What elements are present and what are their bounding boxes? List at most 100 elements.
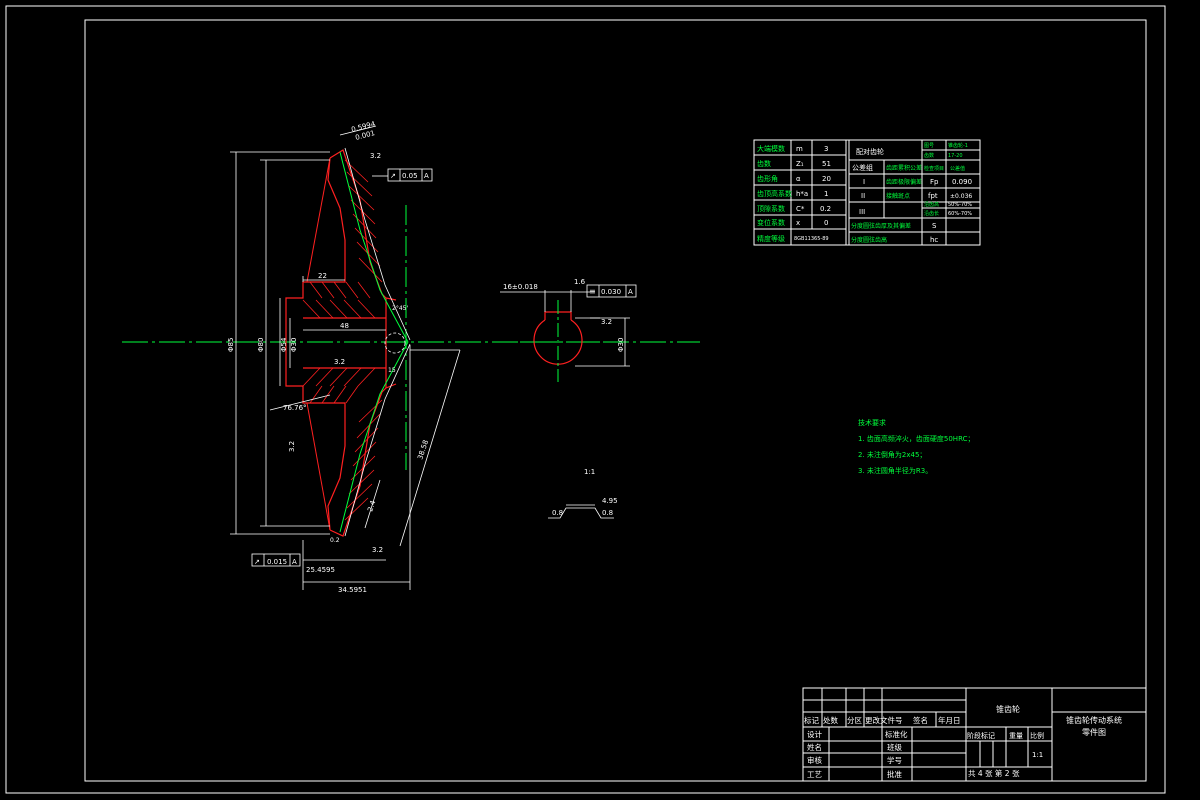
param-name-1: 齿数 — [757, 159, 771, 168]
symmetry-value: 0.030 — [601, 288, 621, 296]
dim-hub-width: 22 — [318, 272, 327, 280]
keyway-width: 16±0.018 — [503, 283, 538, 291]
scale-value: 1:1 — [1032, 751, 1043, 759]
dim-small: 15 — [388, 367, 396, 374]
param-symbol-4: C* — [796, 205, 805, 213]
cone-apex-mark — [384, 332, 406, 354]
right-value-6: 60%-70% — [948, 211, 972, 217]
param-name-2: 齿形角 — [757, 174, 778, 183]
cone-edge-upper — [344, 147, 411, 341]
title-block-text: 锥齿轮 锥齿轮传动系统 零件图 标记 处数 分区 更改文件号 签名 年月日 设计… — [804, 704, 1122, 779]
label-stage: 阶段标记 — [967, 731, 995, 740]
project-line-1: 锥齿轮传动系统 — [1066, 715, 1122, 725]
runout-datum-bottom: A — [292, 558, 297, 566]
param-value-1: 51 — [822, 160, 831, 168]
header-date: 年月日 — [938, 715, 961, 725]
param-value-6: 8GB11365-89 — [794, 236, 829, 242]
runout-frame-top — [372, 168, 433, 182]
param-table-text: 大端模数 m 3 齿数 Z₁ 51 齿形角 α 20 齿顶高系数 h*a 1 顶… — [757, 142, 972, 244]
label-class: 班级 — [887, 742, 902, 752]
sheet-count: 共 4 张 第 2 张 — [968, 768, 1020, 778]
gear-web-upper — [285, 157, 346, 531]
notes-title: 技术要求 — [858, 418, 886, 427]
right-symbol-4: fpt — [928, 192, 938, 200]
header-count: 处数 — [823, 715, 838, 725]
header-sign: 签名 — [913, 715, 928, 725]
roughness-key: 1.6 — [574, 278, 586, 286]
runout-symbol-bottom: ↗ — [254, 558, 260, 566]
inner-border — [84, 19, 1147, 782]
right-value-5: 50%-70% — [948, 202, 972, 208]
dim-bottom-1: 25.4595 — [306, 566, 335, 574]
note-2: 2. 未注倒角为2x45； — [858, 450, 926, 459]
mid-check-2: 齿距极限偏差 — [886, 178, 922, 186]
right-label-1: 齿数 — [924, 152, 934, 159]
right-label-2: 检查项目 — [924, 165, 944, 172]
param-symbol-2: α — [796, 175, 801, 183]
pitch-cone-lower — [339, 341, 409, 533]
label-design: 设计 — [807, 729, 822, 739]
dim-tooth-face: 2.4 — [366, 499, 377, 513]
dim-bore-length: 48 — [340, 322, 349, 330]
gear-parameter-table — [753, 139, 981, 246]
pitch-cone-upper — [339, 151, 409, 343]
hatch-lower — [302, 367, 383, 521]
gear-section-view: 0.5994 0.001 3.2 ↗ 0.05 A 22 48 3.2 76.7… — [122, 120, 700, 594]
label-scale: 比例 — [1030, 731, 1044, 740]
detail-dim: 4.95 — [602, 497, 618, 505]
mid-title: 配对齿轮 — [856, 147, 884, 156]
label-check: 审核 — [807, 755, 822, 765]
label-process: 工艺 — [807, 770, 822, 779]
technical-notes: 技术要求 1. 齿面高频淬火，齿面硬度50HRC； 2. 未注倒角为2x45； … — [858, 418, 974, 475]
roughness-left: 3.2 — [288, 441, 296, 452]
mid-group-1: I — [863, 178, 865, 186]
dim-slant-length: 38.58 — [416, 439, 430, 461]
mid-check-1: 齿距累积公差 — [886, 164, 922, 172]
param-name-6: 精度等级 — [757, 234, 785, 243]
bore-diameter: Φ30 — [617, 338, 625, 352]
label-standard: 标准化 — [885, 729, 908, 739]
runout-value-bottom: 0.015 — [267, 558, 287, 566]
param-symbol-1: Z₁ — [796, 160, 804, 168]
right-symbol-3: Fp — [930, 178, 939, 186]
tooth-line-1 — [306, 157, 331, 283]
header-zone: 分区 — [847, 716, 862, 725]
param-value-2: 20 — [822, 175, 831, 183]
param-symbol-3: h*a — [796, 190, 808, 198]
right-value-4: ±0.036 — [950, 193, 972, 200]
mid-group-3: III — [859, 208, 865, 216]
mid-group-label: 公差组 — [852, 163, 873, 172]
dim-bottom-2: 34.5951 — [338, 586, 367, 594]
right-symbol-8: hc — [930, 236, 938, 244]
hub-section-view: 16±0.018 1.6 ≡ 0.030 A 3.2 Φ30 1:1 4.95 … — [500, 278, 637, 519]
symmetry-symbol: ≡ — [589, 287, 596, 296]
detail-r2: 0.8 — [602, 509, 613, 517]
right-value-0: 锥齿轮-1 — [948, 142, 968, 149]
mid-bottom-2: 分度圆弦齿高 — [851, 236, 887, 244]
right-value-3: 0.090 — [952, 178, 972, 186]
dim-height-inner: Φ80 — [257, 338, 265, 352]
tooth-line-2 — [306, 402, 331, 531]
param-name-5: 变位系数 — [757, 218, 785, 227]
roughness-top: 3.2 — [370, 152, 381, 160]
cone-edge-lower — [344, 343, 411, 537]
mid-group-2: II — [861, 192, 865, 200]
dim-small-2: 0.2 — [330, 537, 340, 544]
dimension-lines — [230, 125, 461, 590]
right-label-6: 沿齿长 — [924, 210, 939, 217]
note-3: 3. 未注圆角半径为R3。 — [858, 466, 932, 475]
runout-datum-top: A — [424, 172, 429, 180]
param-symbol-5: x — [796, 219, 800, 227]
label-student-no: 学号 — [887, 755, 902, 765]
dim-hub-dia-2: Φ30 — [290, 338, 298, 352]
runout-value-top: 0.05 — [402, 172, 418, 180]
label-name: 姓名 — [807, 742, 822, 752]
detail-r1: 0.8 — [552, 509, 563, 517]
scale-label-detail: 1:1 — [584, 468, 595, 476]
dim-angle-top-right: 2°45' — [392, 305, 408, 312]
label-weight: 重量 — [1009, 732, 1023, 740]
param-name-0: 大端模数 — [757, 144, 785, 153]
roughness-bottom: 3.2 — [372, 546, 383, 554]
param-value-3: 1 — [824, 190, 828, 198]
mid-check-3: 接触斑点 — [886, 192, 910, 200]
